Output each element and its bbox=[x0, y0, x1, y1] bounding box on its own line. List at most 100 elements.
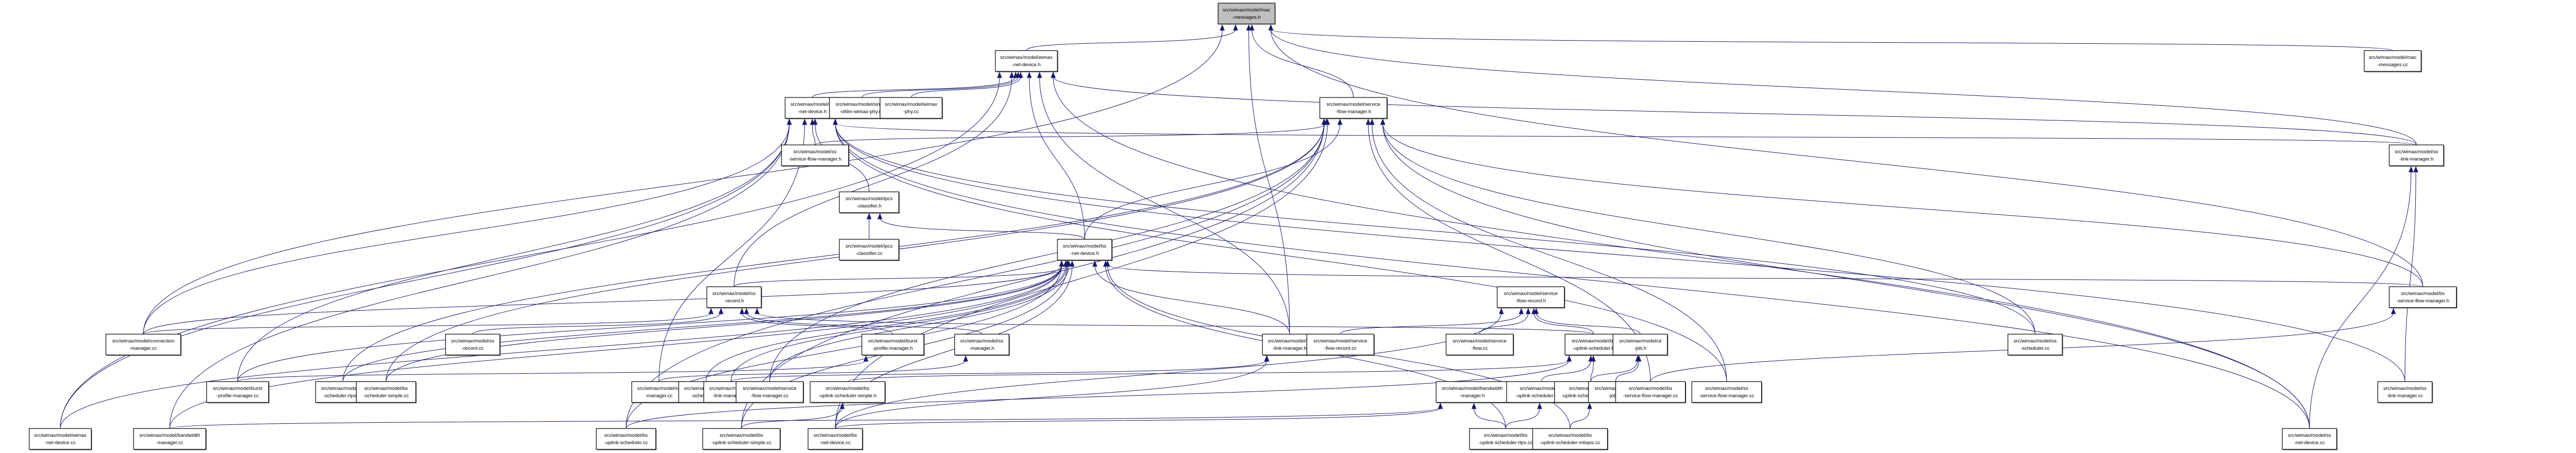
file-node-ipcs-classifier-h[interactable]: src/wimax/model/ipcs-classifier.h bbox=[839, 191, 900, 214]
file-node-ss-service-flow-manager-h[interactable]: src/wimax/model/ss-service-flow-manager.… bbox=[781, 144, 850, 167]
file-node-ss-net-device-cc[interactable]: src/wimax/model/ss-net-device.cc bbox=[2282, 428, 2338, 450]
node-box[interactable] bbox=[1057, 239, 1112, 261]
edge-wimax-net-device-h-to-mac-messages-h bbox=[1026, 24, 1238, 51]
file-node-ss-record-cc[interactable]: src/wimax/model/ss-record.cc bbox=[445, 334, 501, 356]
edge-bs-uplink-scheduler-mbqos-h-to-bs-uplink-scheduler-h bbox=[1590, 355, 1596, 382]
node-box[interactable] bbox=[2282, 428, 2337, 450]
node-box[interactable] bbox=[839, 239, 899, 261]
node-box[interactable] bbox=[596, 428, 656, 450]
node-box[interactable] bbox=[1691, 381, 1762, 403]
file-node-wimax-net-device-cc[interactable]: src/wimax/model/wimax-net-device.cc bbox=[29, 428, 92, 450]
file-node-burst-profile-manager-cc[interactable]: src/wimax/model/burst-profile-manager.cc bbox=[206, 381, 270, 403]
node-box[interactable] bbox=[1446, 334, 1514, 356]
file-node-bs-service-flow-manager-cc[interactable]: src/wimax/model/bs-service-flow-manager.… bbox=[1615, 381, 1687, 403]
node-label-path: src/wimax/model/bs bbox=[1520, 386, 1563, 391]
file-node-bandwidth-manager-cc[interactable]: src/wimax/model/bandwidth-manager.cc bbox=[133, 428, 207, 450]
node-box[interactable] bbox=[1497, 286, 1565, 308]
node-box[interactable] bbox=[1612, 334, 1668, 356]
file-node-ss-manager-cc[interactable]: src/wimax/model/ss-manager.cc bbox=[631, 381, 687, 403]
file-node-bs-net-device-h[interactable]: src/wimax/model/bs-net-device.h bbox=[1057, 239, 1113, 261]
node-box[interactable] bbox=[631, 381, 687, 403]
arrowhead-icon bbox=[1246, 24, 1251, 31]
dependency-edge bbox=[169, 407, 1441, 429]
node-box[interactable] bbox=[1532, 428, 1608, 450]
node-box[interactable] bbox=[1218, 3, 1275, 25]
node-box[interactable] bbox=[133, 428, 207, 450]
edge-ss-manager-cc-to-ss-net-device-h bbox=[658, 118, 808, 382]
node-label-path: src/wimax/model/bs bbox=[2401, 291, 2445, 297]
arrowhead-icon bbox=[1268, 24, 1273, 31]
arrowhead-icon bbox=[744, 308, 749, 314]
file-node-ul-job-h[interactable]: src/wimax/model/ul-job.h bbox=[1612, 334, 1668, 356]
file-node-bs-service-flow-manager-h[interactable]: src/wimax/model/bs-service-flow-manager.… bbox=[2389, 286, 2458, 309]
node-box[interactable] bbox=[1319, 97, 1388, 119]
file-node-wimax-phy-cc[interactable]: src/wimax/model/wimax-phy.cc bbox=[880, 97, 943, 119]
node-box[interactable] bbox=[29, 428, 92, 450]
file-node-service-flow-cc[interactable]: src/wimax/model/service-flow.cc bbox=[1446, 334, 1514, 356]
file-node-service-flow-manager-h[interactable]: src/wimax/model/service-flow-manager.h bbox=[1319, 97, 1388, 119]
file-node-service-flow-manager-cc[interactable]: src/wimax/model/service-flow-manager.cc bbox=[736, 381, 804, 403]
arrowhead-icon bbox=[754, 308, 760, 314]
node-label-path: src/wimax/model/ss bbox=[2384, 386, 2427, 391]
file-node-burst-profile-manager-h[interactable]: src/wimax/model/burst-profile-manager.h bbox=[861, 334, 925, 356]
node-box[interactable] bbox=[2007, 334, 2063, 356]
file-node-ss-scheduler-cc[interactable]: src/wimax/model/ss-scheduler.cc bbox=[2007, 334, 2063, 356]
edge-bs-uplink-scheduler-h-to-ss-record-h bbox=[754, 308, 1594, 335]
node-box[interactable] bbox=[445, 334, 500, 356]
node-box[interactable] bbox=[1436, 381, 1509, 403]
file-node-ss-link-manager-h[interactable]: src/wimax/model/ss-link-manager.h bbox=[2389, 144, 2445, 167]
file-node-wimax-net-device-h[interactable]: src/wimax/model/wimax-net-device.h bbox=[995, 50, 1058, 72]
file-node-mac-messages-cc[interactable]: src/wimax/model/mac-messages.cc bbox=[2364, 50, 2422, 72]
file-node-bs-uplink-scheduler-simple-cc[interactable]: src/wimax/model/bs-uplink-scheduler-simp… bbox=[702, 428, 781, 450]
node-box[interactable] bbox=[2389, 144, 2444, 166]
file-node-bs-uplink-scheduler-mbqos-cc[interactable]: src/wimax/model/bs-uplink-scheduler-mbqo… bbox=[1532, 428, 1608, 450]
node-box[interactable] bbox=[1469, 428, 1543, 450]
node-box[interactable] bbox=[839, 191, 899, 213]
node-box[interactable] bbox=[861, 334, 924, 356]
node-box[interactable] bbox=[702, 428, 780, 450]
node-box[interactable] bbox=[1306, 334, 1375, 356]
file-node-service-flow-record-h[interactable]: src/wimax/model/service-flow-record.h bbox=[1497, 286, 1566, 309]
file-node-service-flow-record-cc[interactable]: src/wimax/model/service-flow-record.cc bbox=[1306, 334, 1375, 356]
arrowhead-icon bbox=[1233, 24, 1238, 31]
node-label-path: src/wimax/model/ipcs bbox=[846, 243, 893, 249]
file-node-bs-uplink-scheduler-rtps-cc[interactable]: src/wimax/model/bs-uplink-scheduler-rtps… bbox=[1469, 428, 1543, 450]
node-box[interactable] bbox=[781, 144, 849, 166]
file-node-connection-manager-cc[interactable]: src/wimax/model/connection-manager.cc bbox=[105, 334, 182, 356]
file-node-bs-uplink-scheduler-simple-h[interactable]: src/wimax/model/bs-uplink-scheduler-simp… bbox=[810, 381, 886, 403]
dependency-edge bbox=[835, 360, 1268, 429]
node-box[interactable] bbox=[356, 381, 416, 403]
node-box[interactable] bbox=[105, 334, 181, 356]
node-box[interactable] bbox=[1615, 381, 1686, 403]
node-box[interactable] bbox=[880, 97, 943, 119]
file-node-bs-uplink-scheduler-cc[interactable]: src/wimax/model/bs-uplink-scheduler.cc bbox=[596, 428, 657, 450]
node-box[interactable] bbox=[954, 334, 1009, 356]
node-box[interactable] bbox=[1564, 334, 1622, 356]
arrowhead-icon bbox=[1380, 118, 1386, 125]
file-node-ss-manager-h[interactable]: src/wimax/model/ss-manager.h bbox=[954, 334, 1010, 356]
file-node-mac-messages-h[interactable]: src/wimax/model/mac-messages.h bbox=[1218, 3, 1276, 25]
node-box[interactable] bbox=[995, 50, 1058, 72]
node-box[interactable] bbox=[808, 428, 863, 450]
node-box[interactable] bbox=[706, 286, 762, 308]
arrowhead-icon bbox=[866, 213, 872, 219]
node-box[interactable] bbox=[206, 381, 269, 403]
arrowhead-icon bbox=[1337, 118, 1343, 125]
node-box[interactable] bbox=[2389, 286, 2457, 308]
node-label-file: -net-device.cc bbox=[820, 440, 851, 446]
node-box[interactable] bbox=[810, 381, 885, 403]
file-node-ss-record-h[interactable]: src/wimax/model/ss-record.h bbox=[706, 286, 762, 309]
node-box[interactable] bbox=[2364, 50, 2422, 72]
node-label-path: src/wimax/model/ss bbox=[2395, 149, 2438, 155]
file-node-ipcs-classifier-cc[interactable]: src/wimax/model/ipcs-classifier.cc bbox=[839, 239, 900, 261]
node-box[interactable] bbox=[736, 381, 804, 403]
file-node-bs-net-device-cc[interactable]: src/wimax/model/bs-net-device.cc bbox=[808, 428, 863, 450]
edge-bs-scheduler-rtps-cc-to-bs-net-device-h bbox=[342, 260, 1064, 382]
node-label-file: -uplink-scheduler-simple.cc bbox=[712, 440, 772, 446]
file-node-bs-scheduler-simple-cc[interactable]: src/wimax/model/bs-scheduler-simple.cc bbox=[356, 381, 417, 403]
node-box[interactable] bbox=[2377, 381, 2433, 403]
file-node-bandwidth-manager-h[interactable]: src/wimax/model/bandwidth-manager.h bbox=[1436, 381, 1509, 403]
file-node-ss-link-manager-cc[interactable]: src/wimax/model/ss-link-manager.cc bbox=[2377, 381, 2433, 403]
file-node-ss-service-flow-manager-cc[interactable]: src/wimax/model/ss-service-flow-manager.… bbox=[1691, 381, 1763, 403]
